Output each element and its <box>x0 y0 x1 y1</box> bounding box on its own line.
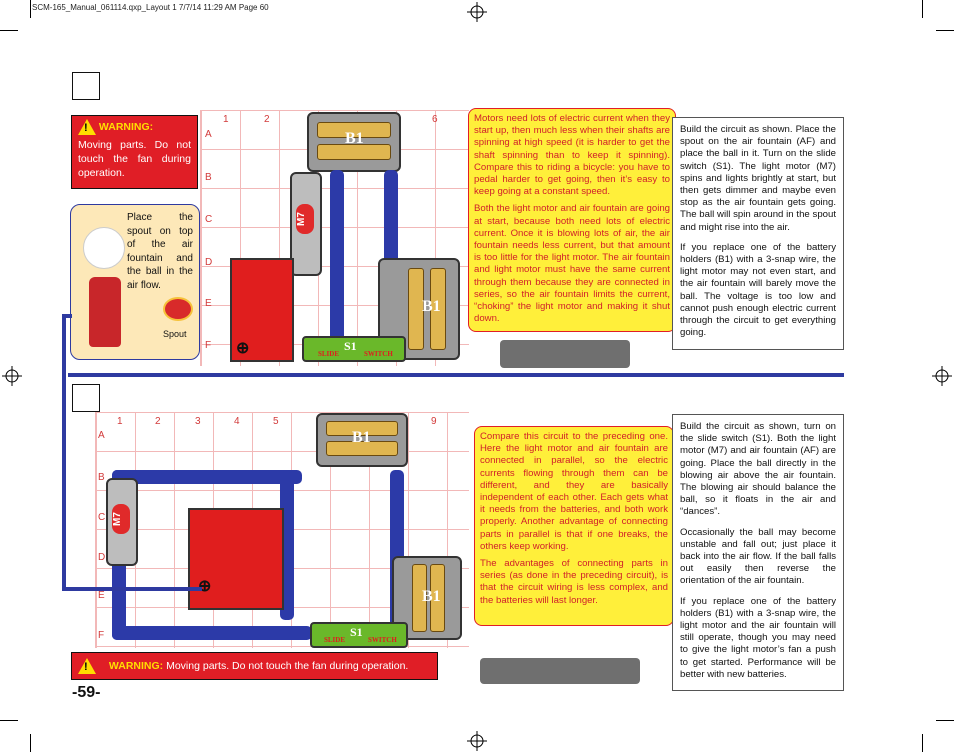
light-motor-m7[interactable]: M7 <box>106 478 138 566</box>
instructions-box-top: Build the circuit as shown. Place the sp… <box>672 117 844 350</box>
slide-switch-s1[interactable]: SLIDE S1 SWITCH <box>302 336 406 362</box>
crop-mark <box>922 734 923 752</box>
crop-mark <box>936 720 954 721</box>
crop-mark <box>0 30 18 31</box>
connector-line <box>62 587 202 591</box>
grid-col-label: 3 <box>195 416 201 427</box>
warning-box-bottom: ! WARNING: Moving parts. Do not touch th… <box>71 652 438 680</box>
project-number-box-bottom <box>72 384 100 412</box>
crop-mark <box>0 720 18 721</box>
instructions-box-bottom: Build the circuit as shown, turn on the … <box>672 414 844 691</box>
grid-col-label: 1 <box>117 416 123 427</box>
grid-col-label: 5 <box>273 416 279 427</box>
snap-wire-horizontal[interactable] <box>112 470 302 484</box>
fountain-instruction-panel: Place the spout on top of the air founta… <box>70 204 200 360</box>
warning-icon: ! <box>78 119 96 135</box>
grid-col-label: 2 <box>264 114 270 125</box>
plus-terminal-icon: ⊕ <box>198 578 212 595</box>
registration-target-icon <box>2 366 22 386</box>
registration-target-icon <box>932 366 952 386</box>
crop-mark <box>922 0 923 18</box>
snap-wire-vertical[interactable] <box>330 170 344 350</box>
grid-row-label: A <box>205 129 212 140</box>
battery-holder-b1[interactable]: B1 <box>378 258 460 360</box>
grid-row-label: D <box>98 552 106 563</box>
grid-row-label: C <box>98 512 106 523</box>
snap-wire-horizontal[interactable] <box>112 626 312 640</box>
mascot-cartoon <box>480 658 640 684</box>
crop-mark <box>30 0 31 18</box>
connector-line <box>62 314 72 318</box>
section-divider <box>68 373 844 377</box>
explanation-callout-top: Motors need lots of electric current whe… <box>468 108 676 332</box>
battery-holder-b1[interactable]: B1 <box>316 413 408 467</box>
air-fountain-photo <box>89 277 121 347</box>
crop-mark <box>30 734 31 752</box>
warning-box-top: ! WARNING: Moving parts. Do not touch th… <box>71 115 198 189</box>
battery-holder-b1[interactable]: B1 <box>307 112 401 172</box>
grid-col-label: 6 <box>432 114 438 125</box>
warning-icon: ! <box>78 658 96 674</box>
grid-row-label: C <box>205 214 213 225</box>
grid-row-label: D <box>205 257 213 268</box>
grid-row-label: F <box>98 630 105 641</box>
grid-row-label: E <box>205 298 212 309</box>
grid-row-label: B <box>98 472 105 483</box>
grid-col-label: 2 <box>155 416 161 427</box>
connector-line <box>62 314 66 374</box>
ball-icon <box>83 227 125 269</box>
explanation-callout-bottom: Compare this circuit to the preceding on… <box>474 426 674 626</box>
grid-col-label: 9 <box>431 416 437 427</box>
mascot-cartoon <box>500 340 630 368</box>
air-fountain-af[interactable]: ⊕ <box>230 258 294 362</box>
registration-target-icon <box>467 2 487 22</box>
grid-row-label: E <box>98 590 105 601</box>
light-motor-m7[interactable]: M7 <box>290 172 322 276</box>
project-number-box-top <box>72 72 100 100</box>
grid-row-label: A <box>98 430 105 441</box>
slide-switch-s1[interactable]: SLIDE S1 SWITCH <box>310 622 408 648</box>
grid-row-label: B <box>205 172 212 183</box>
page-number: -59- <box>72 684 101 701</box>
file-slug: SCM-165_Manual_061114.qxp_Layout 1 7/7/1… <box>32 3 269 12</box>
grid-col-label: 1 <box>223 114 229 125</box>
plus-terminal-icon: ⊕ <box>236 340 250 357</box>
grid-col-label: 4 <box>234 416 240 427</box>
grid-row-label: F <box>205 340 212 351</box>
crop-mark <box>936 30 954 31</box>
connector-line <box>62 374 66 590</box>
air-fountain-af[interactable]: ⊕ <box>188 508 284 610</box>
spout-icon <box>163 297 193 321</box>
registration-target-icon <box>467 731 487 751</box>
